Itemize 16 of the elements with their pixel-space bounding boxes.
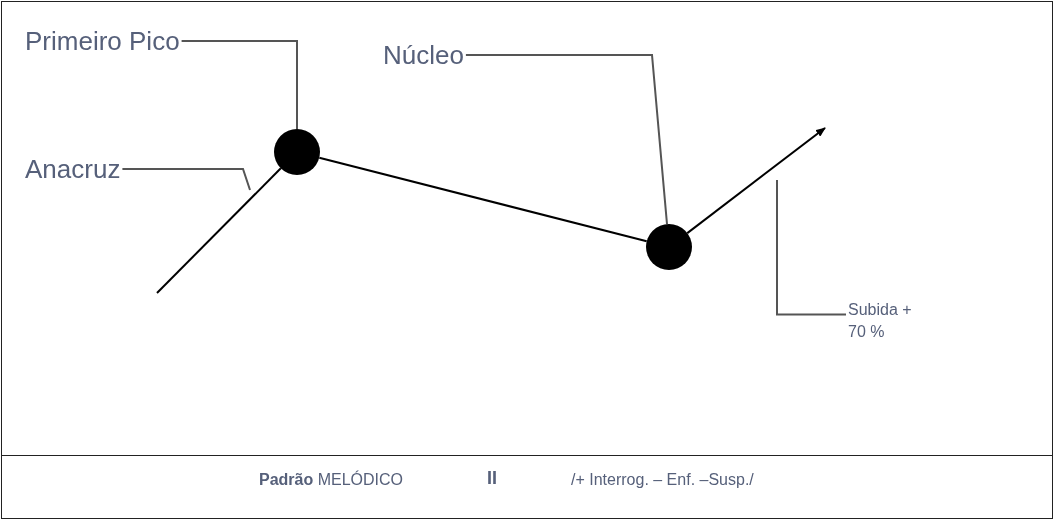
leader-line xyxy=(776,179,847,316)
pitch-dot xyxy=(274,129,320,175)
caption-text: Padrão MELÓDICO xyxy=(259,471,404,489)
melody-arrow xyxy=(686,127,826,235)
caption-text: /+ Interrog. – Enf. –Susp./ xyxy=(571,471,754,489)
melody-line xyxy=(318,156,648,243)
label-text: Anacruz xyxy=(25,154,121,184)
label-text: Primeiro Pico xyxy=(25,26,180,56)
label-text: Núcleo xyxy=(383,40,464,70)
leader-line xyxy=(464,54,668,226)
label-text: Subida + 70 % xyxy=(848,299,923,343)
melody-line xyxy=(156,167,282,294)
pitch-dot xyxy=(646,224,692,270)
leader-line xyxy=(121,168,251,191)
leader-line xyxy=(180,40,298,130)
separator-mark: II xyxy=(487,468,497,489)
